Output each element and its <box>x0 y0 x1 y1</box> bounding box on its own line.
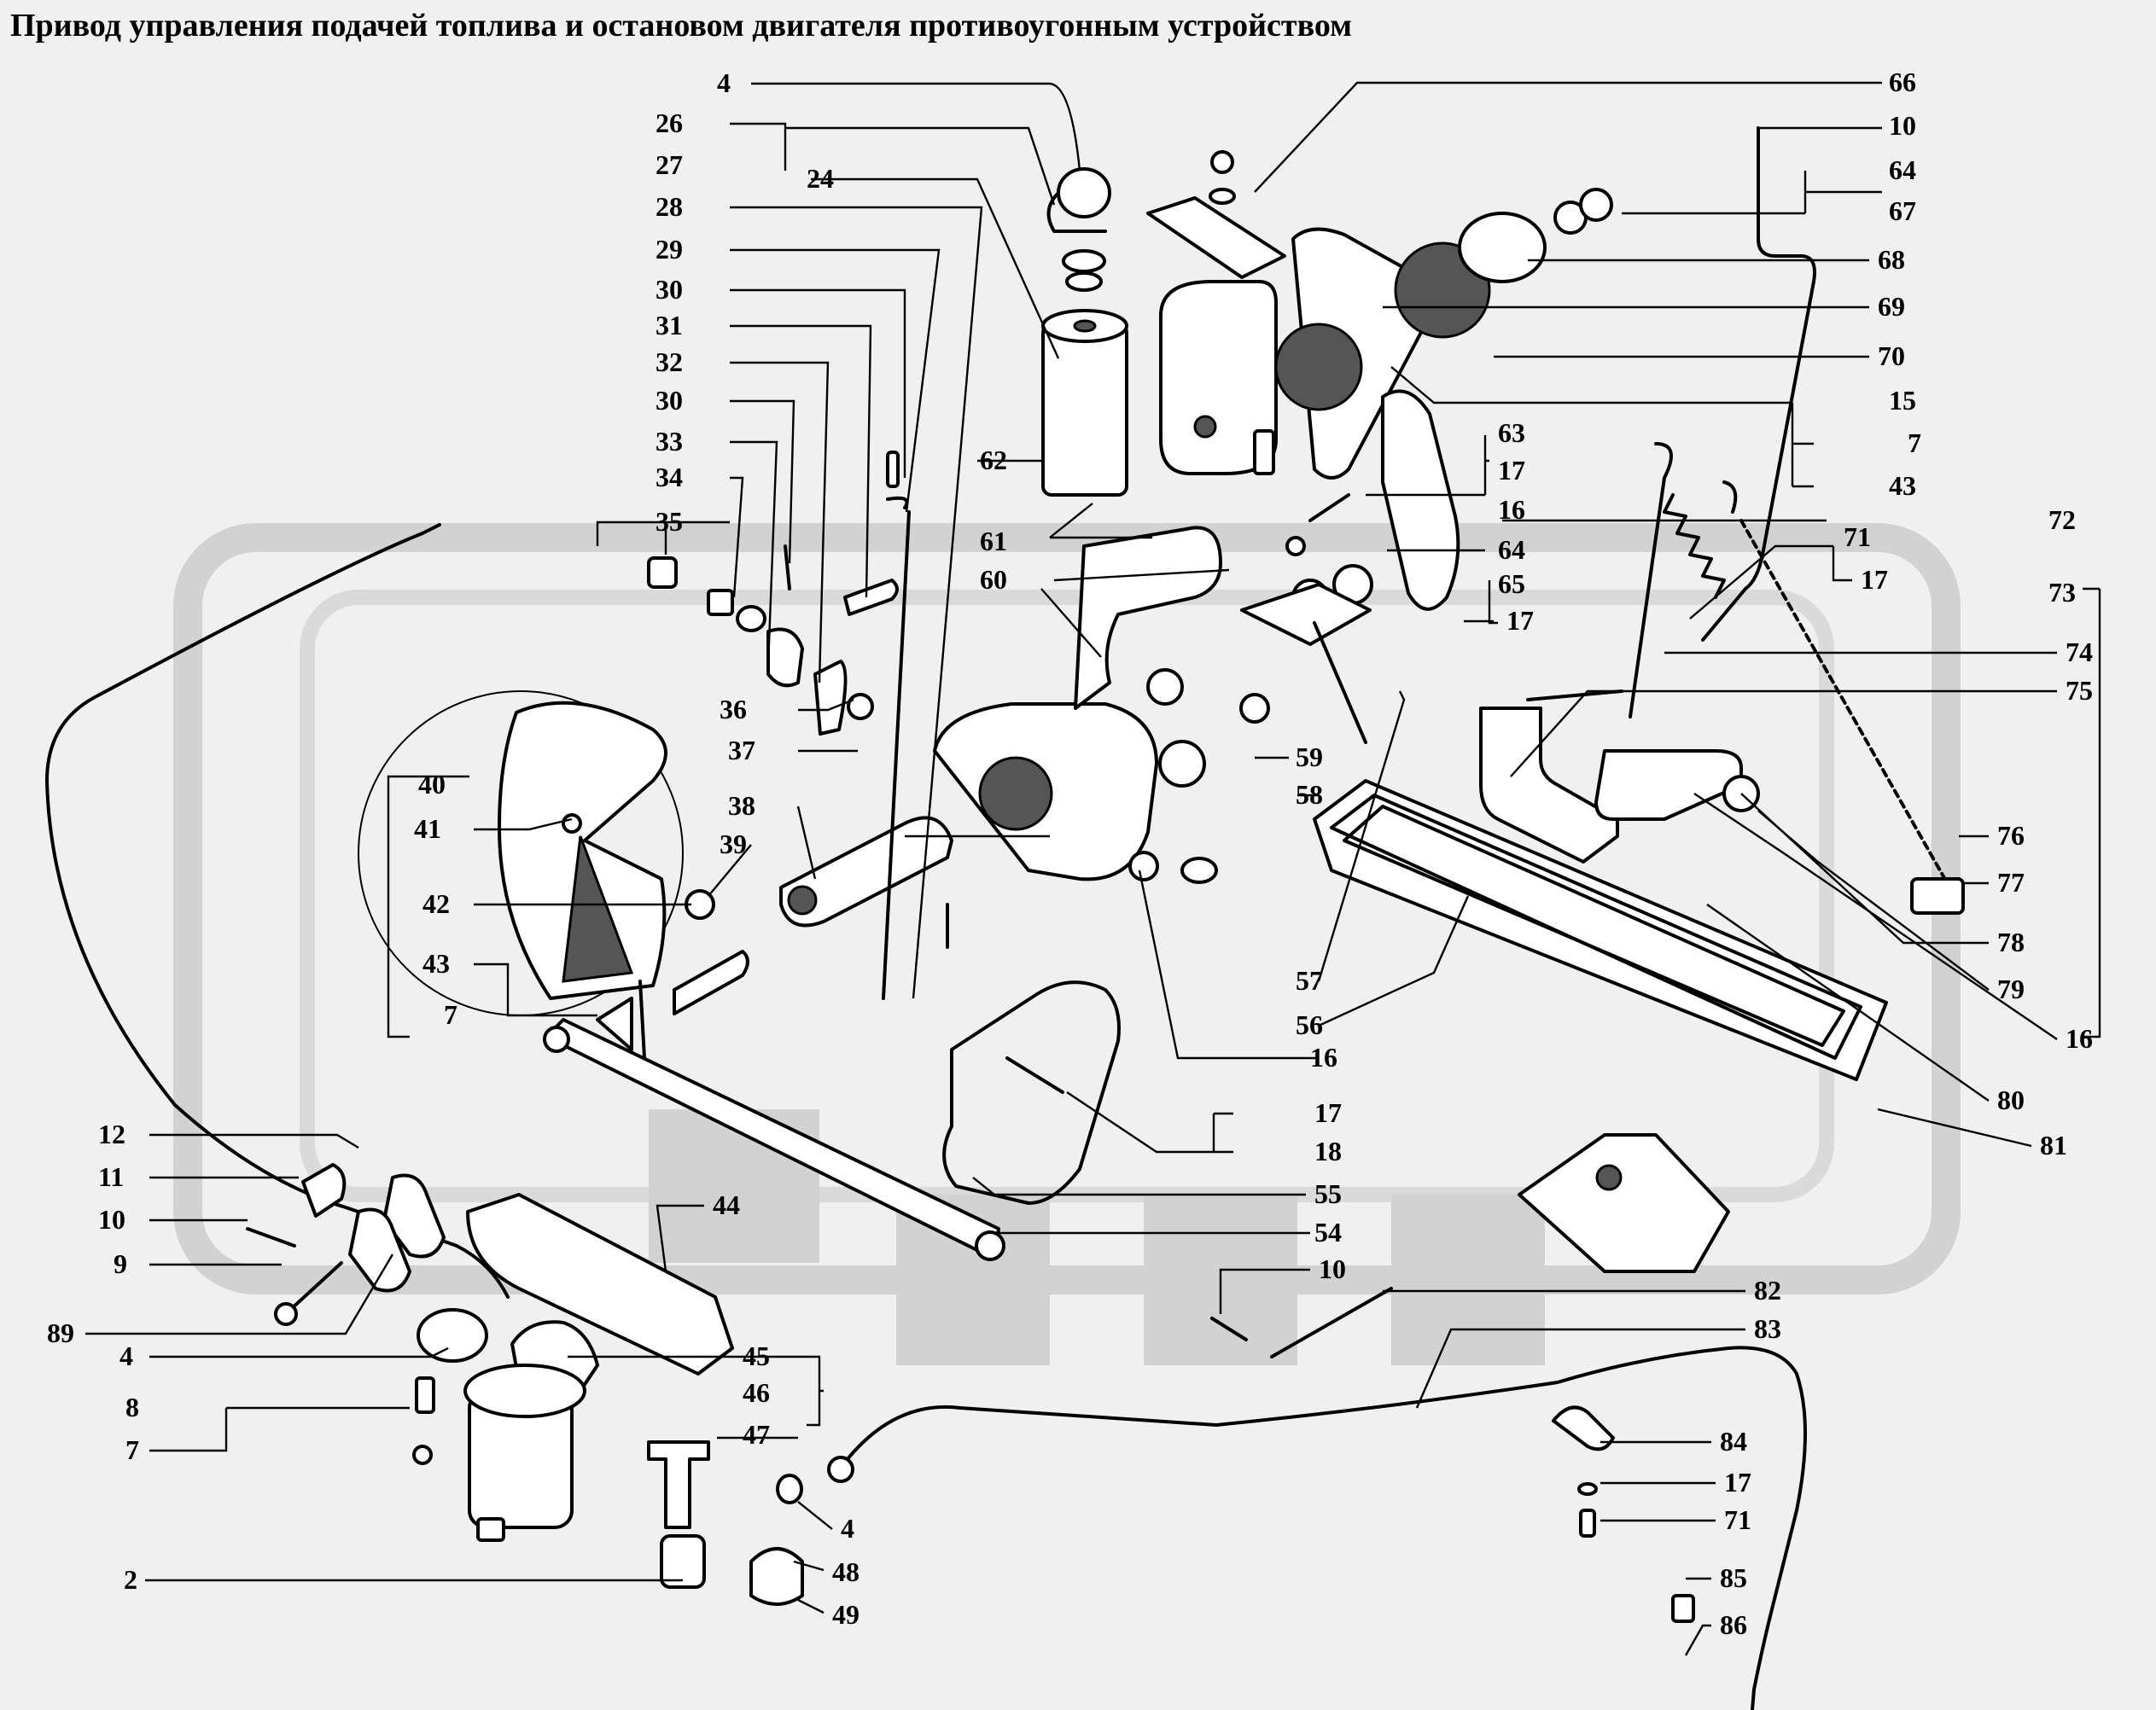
callout-16: 16 <box>1310 1042 1337 1073</box>
callout-72: 72 <box>2048 504 2076 535</box>
callout-64: 64 <box>1498 534 1525 565</box>
callout-4: 4 <box>841 1513 854 1544</box>
callout-48: 48 <box>832 1556 859 1587</box>
callout-32: 32 <box>656 346 683 377</box>
callout-82: 82 <box>1754 1275 1781 1306</box>
callout-17: 17 <box>1314 1097 1342 1128</box>
callout-10: 10 <box>1319 1253 1346 1284</box>
callout-62: 62 <box>980 445 1007 475</box>
diagram-title: Привод управления подачей топлива и оста… <box>10 8 1352 44</box>
callout-78: 78 <box>1997 927 2025 957</box>
callout-10: 10 <box>98 1204 125 1235</box>
callout-59: 59 <box>1296 742 1323 772</box>
callout-69: 69 <box>1878 291 1905 322</box>
callout-39: 39 <box>720 829 747 859</box>
callout-76: 76 <box>1997 820 2025 851</box>
callout-26: 26 <box>656 108 683 138</box>
callout-55: 55 <box>1314 1178 1342 1209</box>
callout-70: 70 <box>1878 340 1905 371</box>
callout-85: 85 <box>1720 1562 1747 1593</box>
callout-37: 37 <box>728 735 755 765</box>
callout-71: 71 <box>1844 521 1871 552</box>
callout-16: 16 <box>1498 494 1525 525</box>
callout-75: 75 <box>2066 675 2093 706</box>
callout-44: 44 <box>713 1189 740 1220</box>
callout-12: 12 <box>98 1119 125 1149</box>
callout-79: 79 <box>1997 974 2025 1004</box>
callout-71: 71 <box>1724 1504 1751 1535</box>
callout-46: 46 <box>743 1377 770 1408</box>
callout-18: 18 <box>1314 1136 1342 1166</box>
callout-80: 80 <box>1997 1085 2025 1115</box>
callout-34: 34 <box>656 462 683 492</box>
callout-7: 7 <box>1908 428 1921 458</box>
callout-31: 31 <box>656 310 683 340</box>
callout-24: 24 <box>807 163 834 194</box>
callout-84: 84 <box>1720 1426 1747 1457</box>
callout-35: 35 <box>656 506 683 537</box>
callout-63: 63 <box>1498 417 1525 448</box>
callout-40: 40 <box>418 769 446 800</box>
callout-36: 36 <box>720 694 747 724</box>
callout-29: 29 <box>656 234 683 265</box>
callout-9: 9 <box>114 1248 127 1279</box>
callout-7: 7 <box>444 999 457 1030</box>
callout-47: 47 <box>743 1419 770 1450</box>
callout-17: 17 <box>1498 455 1525 486</box>
callout-58: 58 <box>1296 779 1323 810</box>
callout-66: 66 <box>1889 67 1916 97</box>
callout-56: 56 <box>1296 1009 1323 1040</box>
callout-2: 2 <box>124 1564 137 1595</box>
callout-74: 74 <box>2066 637 2093 667</box>
callout-68: 68 <box>1878 244 1905 275</box>
callout-60: 60 <box>980 564 1007 595</box>
callout-61: 61 <box>980 526 1007 556</box>
callout-28: 28 <box>656 191 683 222</box>
callout-17: 17 <box>1861 564 1888 595</box>
callout-7: 7 <box>125 1434 139 1465</box>
callout-27: 27 <box>656 149 683 180</box>
callout-81: 81 <box>2040 1130 2067 1160</box>
callout-83: 83 <box>1754 1313 1781 1344</box>
callout-4: 4 <box>119 1341 133 1371</box>
callout-10: 10 <box>1889 110 1916 141</box>
callout-33: 33 <box>656 426 683 457</box>
callout-17: 17 <box>1724 1467 1751 1498</box>
callout-43: 43 <box>422 948 450 979</box>
callout-4: 4 <box>717 67 731 98</box>
callout-41: 41 <box>414 813 441 844</box>
callout-73: 73 <box>2048 577 2076 608</box>
callout-38: 38 <box>728 790 755 821</box>
callout-54: 54 <box>1314 1217 1342 1248</box>
callout-77: 77 <box>1997 867 2025 898</box>
callout-43: 43 <box>1889 470 1916 501</box>
callout-86: 86 <box>1720 1609 1747 1640</box>
callout-8: 8 <box>125 1392 139 1422</box>
leader-lines <box>85 81 2101 1656</box>
callout-64: 64 <box>1889 154 1916 185</box>
callout-57: 57 <box>1296 965 1323 996</box>
callout-11: 11 <box>98 1161 124 1192</box>
callout-45: 45 <box>743 1341 770 1371</box>
callout-15: 15 <box>1889 385 1916 416</box>
callout-89: 89 <box>47 1317 74 1348</box>
callout-67: 67 <box>1889 195 1916 226</box>
callout-30: 30 <box>656 385 683 416</box>
callout-49: 49 <box>832 1599 859 1630</box>
callout-65: 65 <box>1498 568 1525 599</box>
callout-42: 42 <box>422 888 450 919</box>
callout-16: 16 <box>2066 1023 2093 1054</box>
callout-labels: 4 26 27 24 28 29 30 31 32 30 33 34 35 62… <box>47 67 2093 1640</box>
callout-30: 30 <box>656 274 683 305</box>
parts-drawing <box>45 126 1965 1710</box>
callout-17: 17 <box>1506 605 1534 636</box>
